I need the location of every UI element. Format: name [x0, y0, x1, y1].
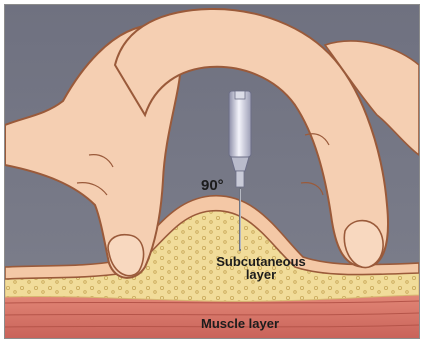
angle-label: 90°	[201, 178, 224, 193]
subcutaneous-layer-label: Subcutaneous layer	[196, 255, 326, 281]
injection-diagram: 90° Subcutaneous layer Muscle layer	[4, 4, 420, 339]
syringe-plunger-top	[235, 91, 245, 99]
muscle-layer-label: Muscle layer	[201, 317, 279, 330]
subcutaneous-label-line2: layer	[196, 268, 326, 281]
syringe-hub-collar	[236, 171, 244, 187]
syringe-barrel	[229, 91, 251, 157]
injection-illustration	[5, 5, 419, 338]
